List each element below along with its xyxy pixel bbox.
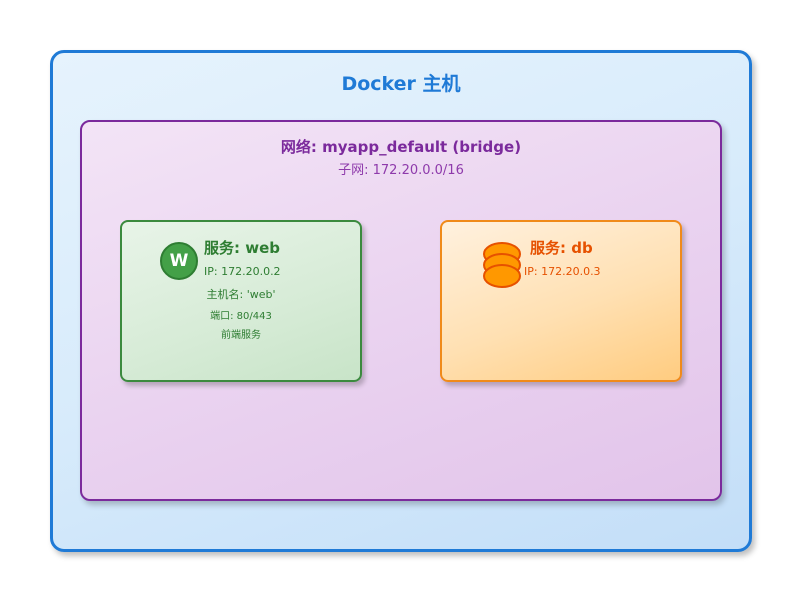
web-service-ports: 端口: 80/443 bbox=[210, 311, 272, 322]
web-service-ip: IP: 172.20.0.2 bbox=[204, 265, 281, 278]
web-service-role: 前端服务 bbox=[221, 330, 261, 341]
web-service-title: 服务: web bbox=[204, 239, 280, 257]
db-service-ip: IP: 172.20.0.3 bbox=[524, 265, 601, 278]
database-icon bbox=[483, 242, 521, 288]
db-service-title: 服务: db bbox=[530, 239, 593, 257]
network-subnet: 子网: 172.20.0.0/16 bbox=[338, 163, 464, 178]
service-db-box: 服务: db IP: 172.20.0.3 bbox=[440, 220, 682, 382]
host-title: Docker 主机 bbox=[341, 73, 461, 95]
service-web-box: W 服务: web IP: 172.20.0.2 主机名: 'web' 端口: … bbox=[120, 220, 362, 382]
web-badge-letter: W bbox=[169, 250, 189, 271]
web-service-hostname: 主机名: 'web' bbox=[206, 288, 276, 301]
web-service-icon: W bbox=[160, 242, 198, 280]
network-title: 网络: myapp_default (bridge) bbox=[280, 138, 522, 156]
